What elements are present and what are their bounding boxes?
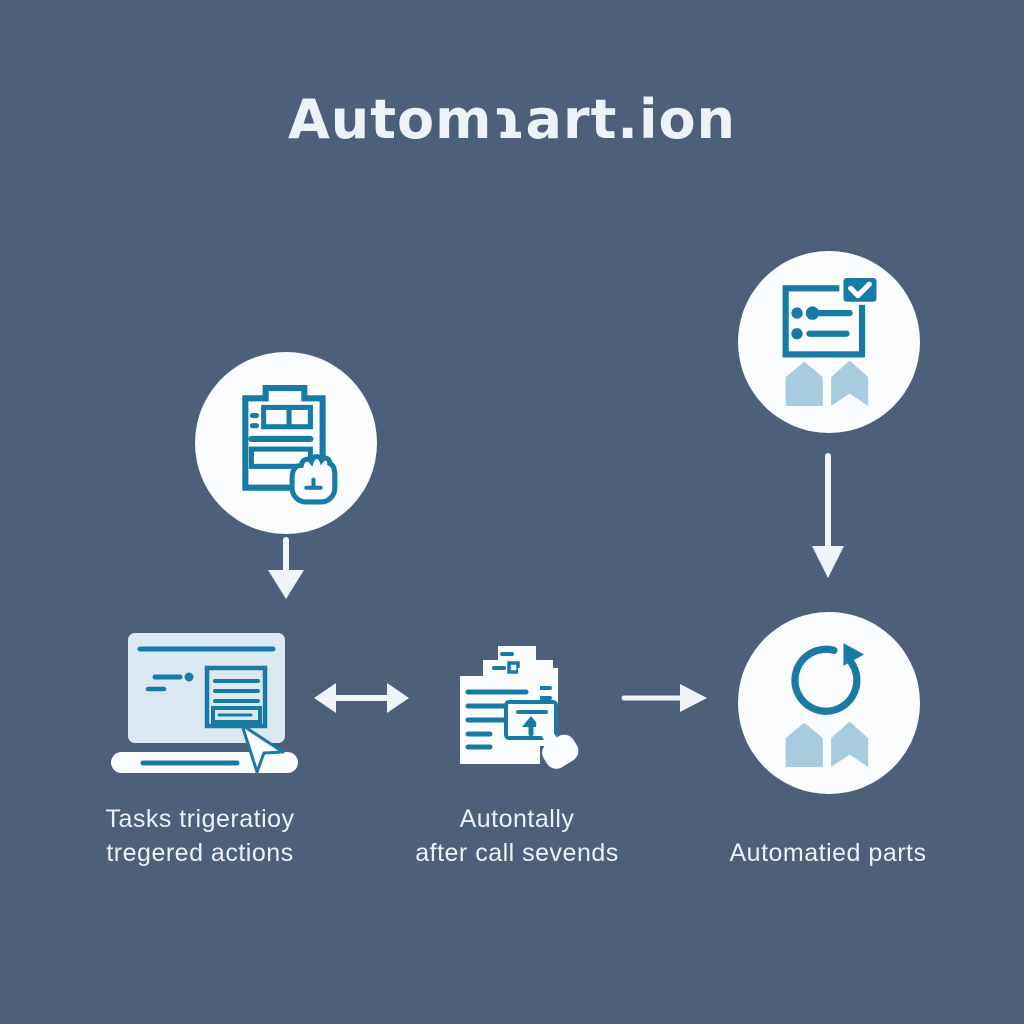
pointing-hand-icon bbox=[536, 719, 579, 769]
caption-left-line1: Tasks trigeratioy bbox=[105, 805, 295, 833]
caption-right-line1: Automatied parts bbox=[729, 839, 927, 867]
clipboard-form-hand-icon bbox=[242, 385, 338, 505]
sync-cycle-icon bbox=[785, 643, 869, 767]
house-shape bbox=[785, 361, 823, 406]
down-arrow-right bbox=[812, 453, 844, 578]
laptop-cursor-icon bbox=[111, 633, 298, 774]
bookmark-shape bbox=[831, 721, 869, 767]
automation-node-circle bbox=[738, 612, 920, 794]
down-arrow-left bbox=[268, 537, 304, 599]
double-arrow-horizontal bbox=[314, 683, 409, 713]
caption-center-line1: Autontally bbox=[459, 805, 575, 833]
caption-center-line2: after call sevends bbox=[415, 839, 619, 867]
cursor-arrow-icon bbox=[240, 723, 285, 774]
caption-center: Autontally after call sevends bbox=[375, 802, 659, 870]
caption-left: Tasks trigeratioy tregered actions bbox=[58, 802, 342, 870]
caption-left-line2: tregered actions bbox=[106, 839, 294, 867]
house-shape bbox=[785, 722, 823, 767]
bookmark-shape bbox=[831, 360, 869, 406]
checklist-node-circle bbox=[738, 251, 920, 433]
checklist-check-icon bbox=[782, 273, 881, 406]
caption-right: Automatied parts bbox=[686, 836, 970, 870]
document-stack-hand-icon bbox=[460, 646, 579, 769]
right-arrow bbox=[621, 684, 707, 712]
page-title: Automɿart.ion bbox=[287, 88, 737, 151]
trigger-node-circle bbox=[195, 352, 377, 534]
